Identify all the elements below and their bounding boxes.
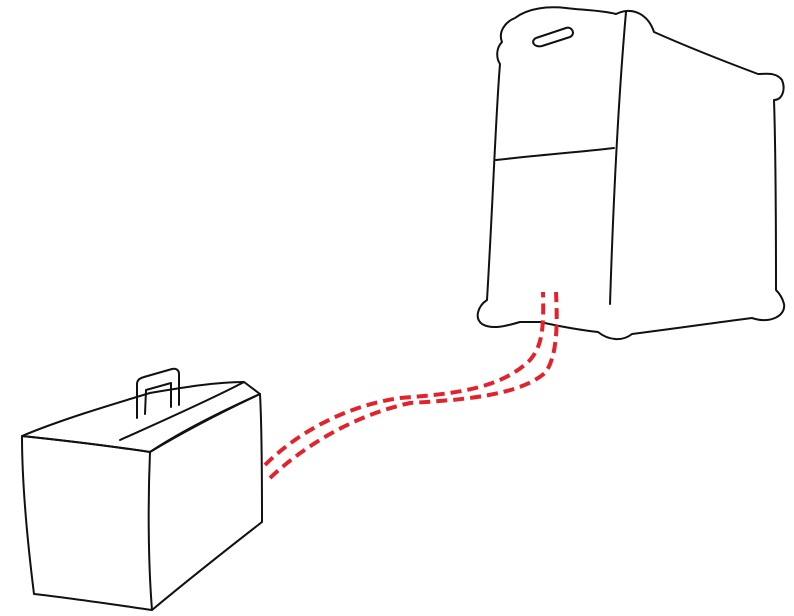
briefcase-icon [21,367,263,611]
computer-tower-icon [476,6,786,340]
briefcase-handle [136,367,180,419]
briefcase-front [21,435,153,611]
connection-cable [263,291,559,480]
tower-horizontal-seam [495,147,615,161]
tower-body-outline [476,6,786,340]
tower-handle [532,26,574,48]
briefcase-handle-inner [144,382,172,415]
tower-front-seam [609,11,627,305]
briefcase-side [149,393,263,611]
briefcase-lid-edge [119,381,245,441]
cable-line-upper [263,291,546,467]
cable-line-lower [268,291,559,480]
